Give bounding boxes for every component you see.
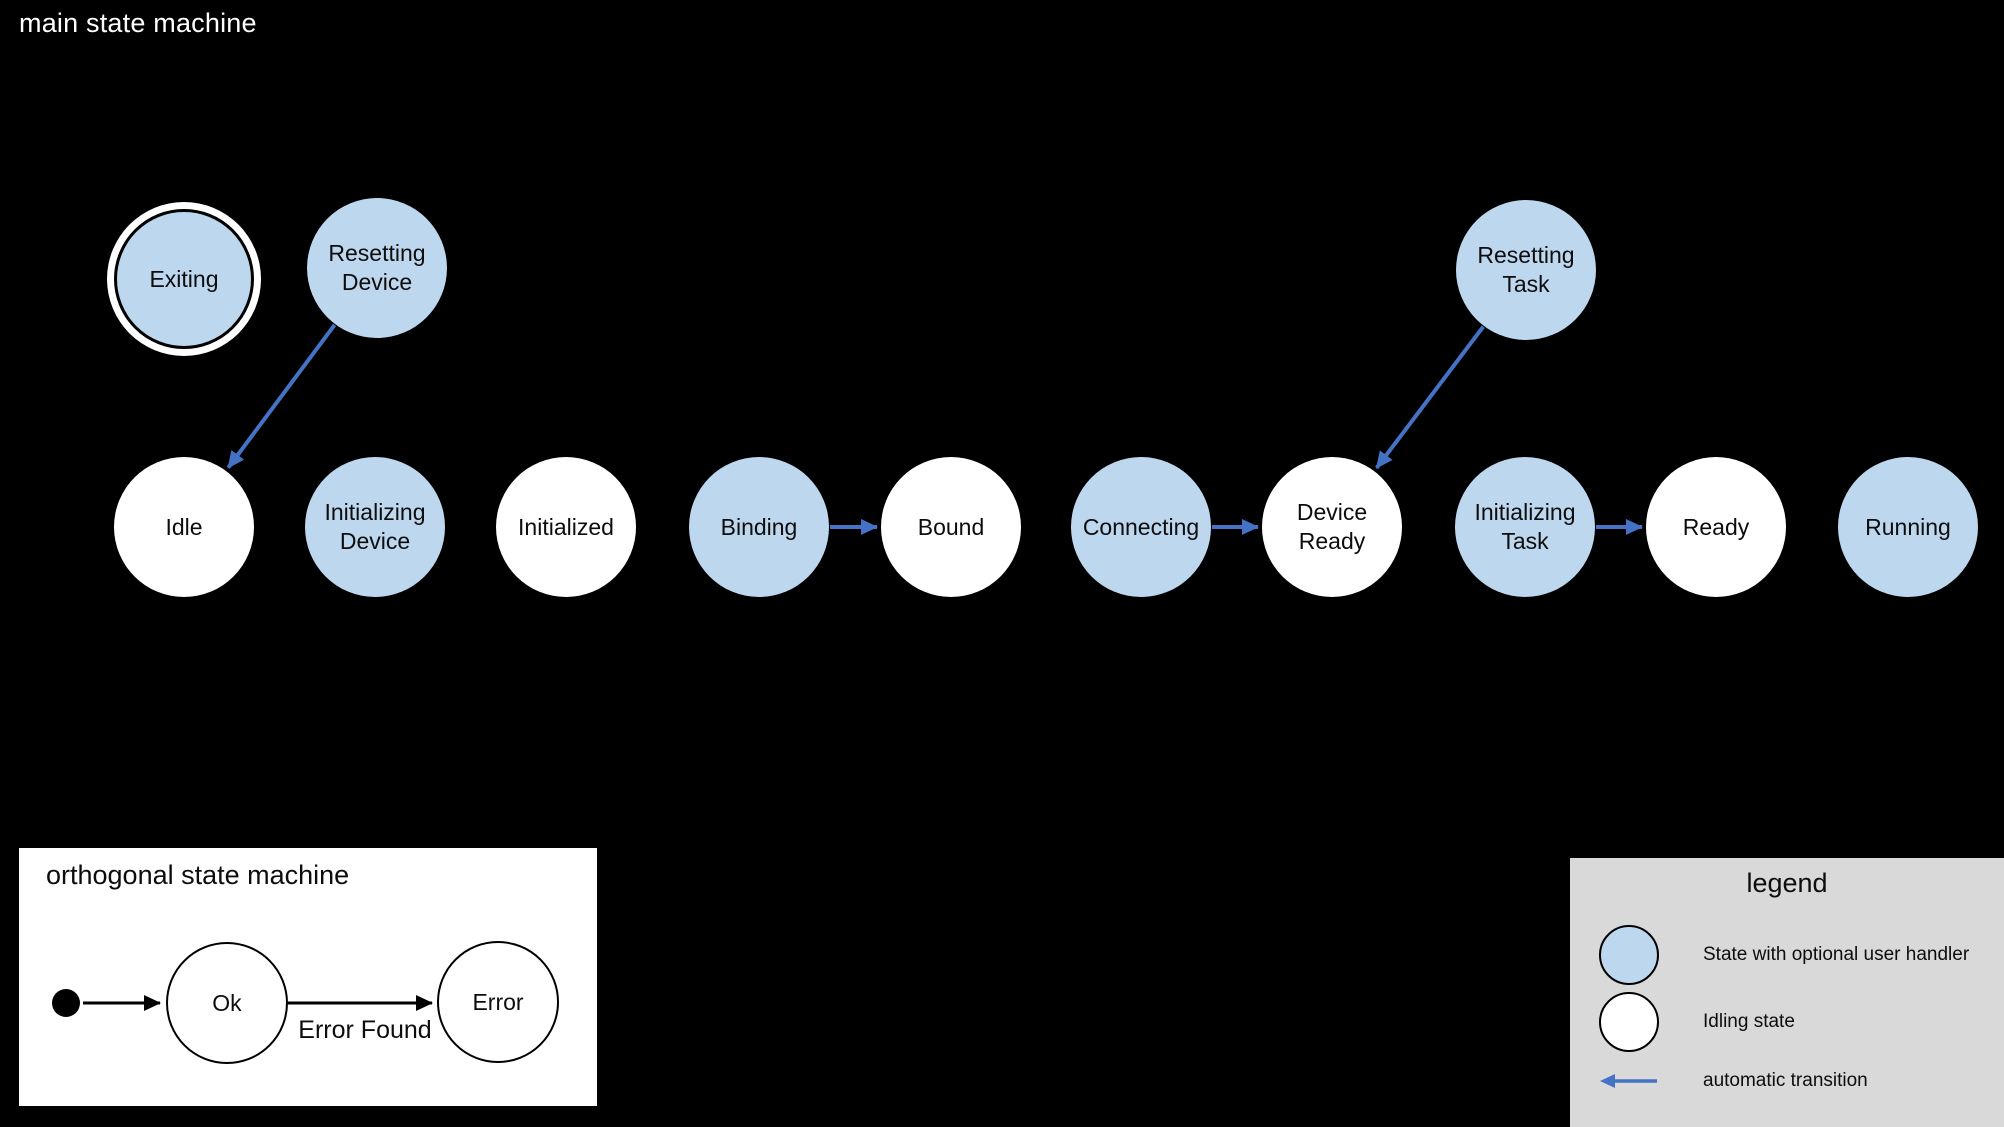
transition-resetting-task-to-device-ready [1374, 325, 1485, 470]
state-label: Resetting Task [1477, 242, 1575, 297]
state-ok: Ok [166, 942, 288, 1064]
idling-state-swatch-icon [1599, 992, 1659, 1052]
legend-item-handler-state: State with optional user handler [1599, 925, 1969, 985]
orthogonal-panel-title: orthogonal state machine [46, 860, 350, 890]
state-label: Initializing Task [1474, 499, 1576, 554]
state-error: Error [437, 941, 559, 1063]
legend-item-idling-state: Idling state [1599, 992, 1795, 1052]
state-device-ready: Device Ready [1262, 457, 1402, 597]
automatic-transition-arrow-icon [1599, 1073, 1659, 1089]
state-label: Bound [917, 513, 985, 540]
state-idle: Idle [114, 457, 254, 597]
transition-label-error-found: Error Found [298, 1016, 432, 1044]
legend-item-automatic-transition: automatic transition [1599, 1070, 1868, 1092]
state-label: Running [1865, 513, 1951, 540]
state-label: Initialized [518, 513, 614, 540]
state-label: Ready [1682, 513, 1750, 540]
state-bound: Bound [881, 457, 1021, 597]
legend-item-label: State with optional user handler [1703, 944, 1970, 965]
state-initializing-task: Initializing Task [1455, 457, 1595, 597]
state-exiting: Exiting [114, 209, 254, 349]
handler-state-swatch-icon [1599, 925, 1659, 985]
state-label: Ok [212, 989, 242, 1016]
main-diagram-title: main state machine [19, 8, 257, 38]
state-label: Exiting [149, 265, 219, 292]
state-label: Initializing Device [324, 499, 426, 554]
legend-item-label: Idling state [1703, 1011, 1795, 1032]
state-binding: Binding [689, 457, 829, 597]
state-initialized: Initialized [496, 457, 636, 597]
state-label: Device Ready [1296, 499, 1368, 554]
state-ready: Ready [1646, 457, 1786, 597]
state-running: Running [1838, 457, 1978, 597]
legend-title: legend [1746, 868, 1828, 898]
state-connecting: Connecting [1071, 457, 1211, 597]
transition-resetting-device-to-idle [226, 323, 337, 469]
state-resetting-device: Resetting Device [307, 198, 447, 338]
legend-panel: legend State with optional user handler … [1570, 858, 2004, 1127]
state-label: Connecting [1082, 513, 1200, 540]
state-initializing-device: Initializing Device [305, 457, 445, 597]
state-label: Resetting Device [328, 240, 426, 295]
state-label: Idle [165, 513, 203, 540]
state-label: Error [472, 988, 524, 1015]
state-resetting-task: Resetting Task [1456, 200, 1596, 340]
state-label: Binding [720, 513, 798, 540]
legend-item-label: automatic transition [1703, 1070, 1868, 1091]
